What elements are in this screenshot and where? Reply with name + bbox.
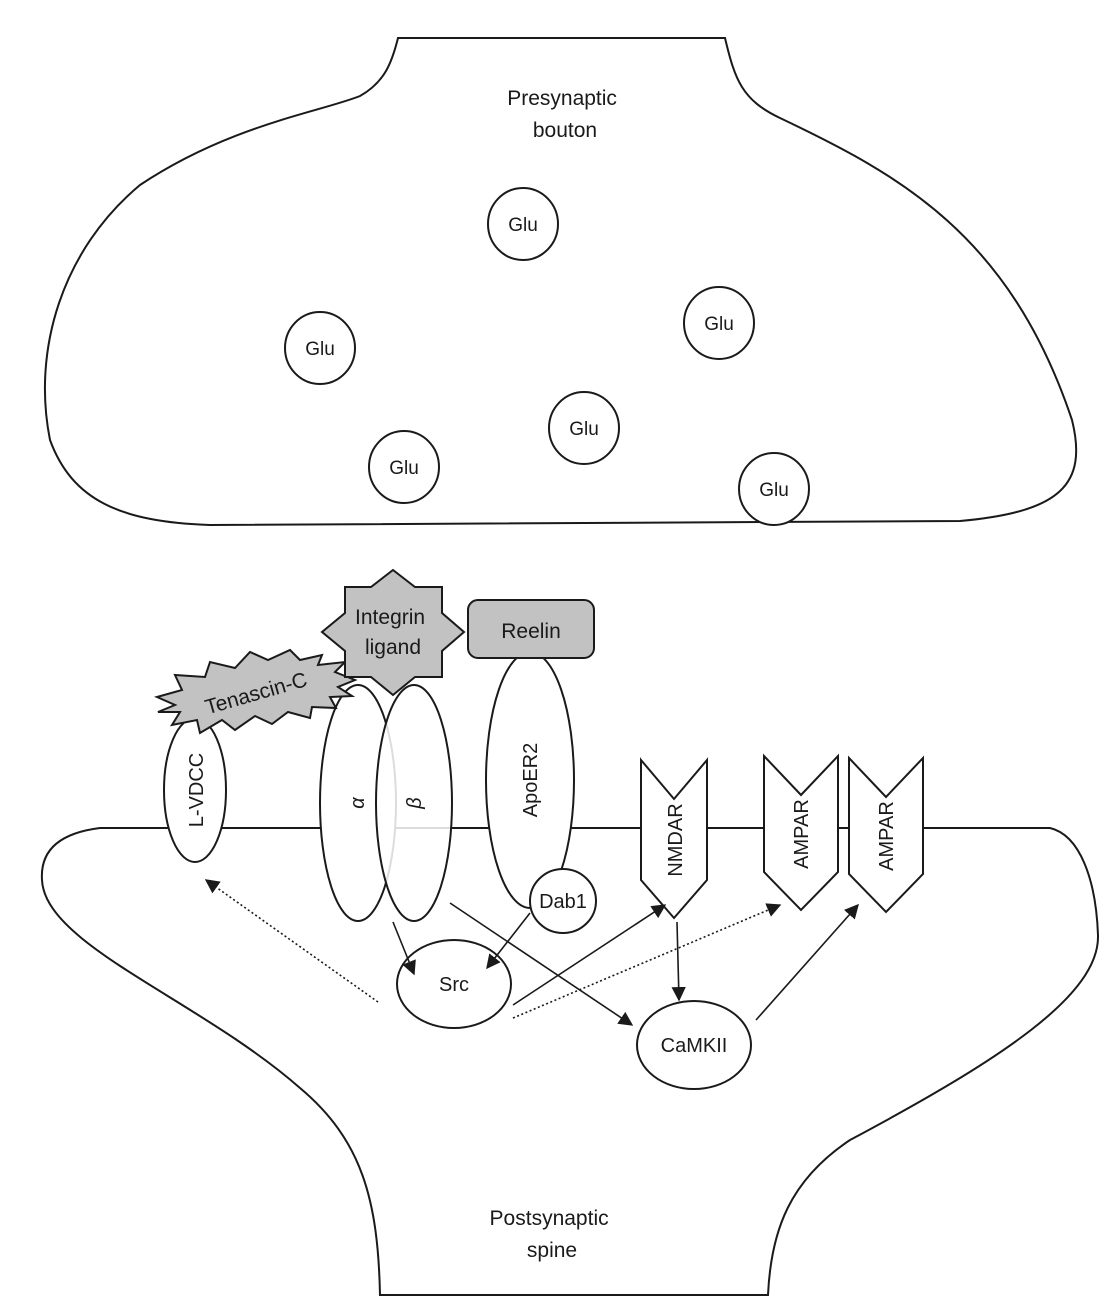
- postsynaptic-spine-outline: [40, 827, 1100, 1296]
- postsynaptic-label: Postsynaptic spine: [490, 1207, 615, 1262]
- svg-text:NMDAR: NMDAR: [665, 803, 687, 876]
- integrin-beta-subunit: β: [375, 684, 453, 922]
- dab1-adaptor: Dab1: [529, 868, 597, 934]
- glu-vesicle: Glu: [738, 452, 810, 526]
- svg-text:Src: Src: [439, 974, 469, 996]
- integrin-ligand: Integrin ligand: [320, 568, 466, 697]
- svg-text:L-VDCC: L-VDCC: [186, 753, 208, 827]
- svg-text:Glu: Glu: [508, 215, 538, 236]
- svg-text:Glu: Glu: [305, 339, 335, 360]
- arrow-src-to-lvdcc: [204, 879, 379, 1003]
- tenascin-c-ligand: Tenascin-C: [154, 648, 358, 735]
- camkii-kinase: CaMKII: [636, 1000, 752, 1090]
- arrow-src-to-ampar: [512, 903, 782, 1019]
- svg-text:AMPAR: AMPAR: [876, 801, 898, 871]
- glu-vesicle: Glu: [548, 391, 620, 465]
- glu-vesicle: Glu: [284, 311, 356, 385]
- arrow-dab1-to-src: [486, 912, 531, 970]
- svg-text:Reelin: Reelin: [501, 620, 561, 643]
- arrow-integrin-to-src: [392, 921, 416, 976]
- svg-text:Glu: Glu: [759, 480, 789, 501]
- svg-text:Glu: Glu: [704, 314, 734, 335]
- svg-text:ApoER2: ApoER2: [520, 743, 542, 818]
- svg-text:CaMKII: CaMKII: [661, 1035, 728, 1057]
- ampar-receptor: AMPAR: [763, 753, 839, 912]
- svg-text:AMPAR: AMPAR: [791, 799, 813, 869]
- svg-text:Glu: Glu: [569, 419, 599, 440]
- glu-vesicle: Glu: [487, 187, 559, 261]
- l-vdcc-channel: L-VDCC: [163, 717, 227, 863]
- nmdar-receptor: NMDAR: [640, 757, 708, 920]
- presynaptic-label: Presynaptic bouton: [507, 87, 623, 142]
- arrow-integrin-to-camkii: [449, 902, 634, 1026]
- arrow-nmdar-to-camkii: [671, 921, 686, 1002]
- src-kinase: Src: [396, 939, 512, 1029]
- svg-text:Dab1: Dab1: [539, 891, 587, 913]
- reelin-ligand: Reelin: [467, 599, 595, 659]
- svg-text:β: β: [404, 797, 426, 809]
- presynaptic-bouton-outline: [44, 37, 1078, 527]
- arrow-camkii-to-ampar: [755, 903, 859, 1021]
- svg-text:Integrin ligand: Integrin ligand: [355, 606, 431, 659]
- svg-text:Glu: Glu: [389, 458, 419, 479]
- glu-vesicle: Glu: [683, 286, 755, 360]
- ampar-receptor: AMPAR: [848, 755, 924, 914]
- svg-text:α: α: [347, 797, 369, 809]
- arrow-src-to-nmdar: [512, 904, 667, 1006]
- glu-vesicle: Glu: [368, 430, 440, 504]
